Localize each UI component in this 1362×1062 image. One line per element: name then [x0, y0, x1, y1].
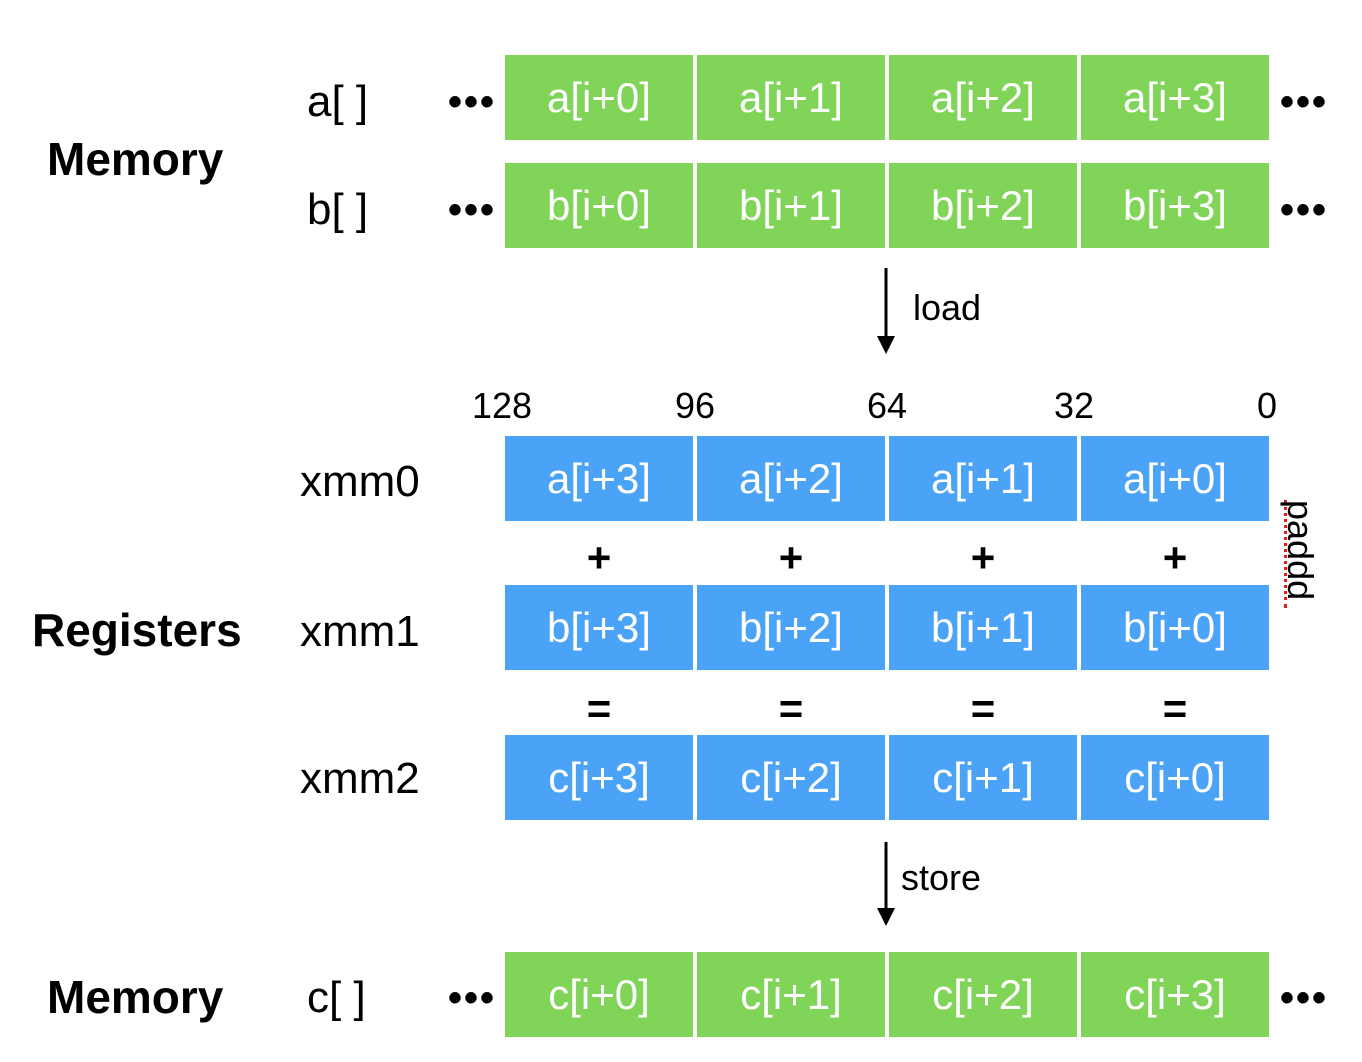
row-label-c: c[ ]: [307, 973, 366, 1022]
xmm0-cell-2: a[i+1]: [889, 436, 1077, 521]
row-label-b: b[ ]: [307, 185, 369, 234]
ellipsis-c-left: •••: [448, 976, 497, 1020]
ellipsis-b-left: •••: [448, 188, 497, 232]
xmm1-cell-1: b[i+2]: [697, 585, 885, 670]
memory-b-cell-0: b[i+0]: [505, 163, 693, 248]
memory-b-cell-1: b[i+1]: [697, 163, 885, 248]
memory-a-cell-3: a[i+3]: [1081, 55, 1269, 140]
xmm2-cell-1: c[i+2]: [697, 735, 885, 820]
ellipsis-a-left: •••: [448, 80, 497, 124]
memory-c-cell-2: c[i+2]: [889, 952, 1077, 1037]
bit-label-128: 128: [471, 385, 533, 426]
bit-label-64: 64: [866, 385, 908, 426]
equals-sign: =: [586, 685, 612, 732]
equals-sign: =: [778, 685, 804, 732]
memory-c-cell-3: c[i+3]: [1081, 952, 1269, 1037]
section-label-registers: Registers: [32, 604, 242, 656]
row-label-a: a[ ]: [307, 77, 369, 126]
ellipsis-c-right: •••: [1280, 976, 1329, 1020]
xmm1-cell-0: b[i+3]: [505, 585, 693, 670]
section-label-memory-bottom: Memory: [47, 971, 224, 1023]
memory-c-cell-0: c[i+0]: [505, 952, 693, 1037]
plus-sign: +: [586, 534, 612, 581]
memory-b-cell-2: b[i+2]: [889, 163, 1077, 248]
plus-sign: +: [1162, 534, 1188, 581]
load-arrow-icon: [877, 268, 895, 354]
memory-a-cell-0: a[i+0]: [505, 55, 693, 140]
xmm0-cell-1: a[i+2]: [697, 436, 885, 521]
store-label: store: [901, 857, 982, 898]
xmm0-cell-0: a[i+3]: [505, 436, 693, 521]
xmm0-cell-3: a[i+0]: [1081, 436, 1269, 521]
row-label-xmm1: xmm1: [300, 607, 420, 656]
equals-sign: =: [970, 685, 996, 732]
memory-a-cell-2: a[i+2]: [889, 55, 1077, 140]
instruction-paddd: paddd: [1280, 500, 1321, 601]
ellipsis-a-right: •••: [1280, 80, 1329, 124]
equals-sign: =: [1162, 685, 1188, 732]
store-arrow-icon: [877, 842, 895, 926]
xmm1-cell-3: b[i+0]: [1081, 585, 1269, 670]
row-label-xmm0: xmm0: [300, 457, 420, 506]
xmm2-cell-0: c[i+3]: [505, 735, 693, 820]
bit-label-0: 0: [1256, 385, 1278, 426]
memory-a-cell-1: a[i+1]: [697, 55, 885, 140]
plus-sign: +: [778, 534, 804, 581]
load-label: load: [913, 287, 982, 328]
plus-sign: +: [970, 534, 996, 581]
bit-label-32: 32: [1053, 385, 1095, 426]
memory-c-cell-1: c[i+1]: [697, 952, 885, 1037]
row-label-xmm2: xmm2: [300, 754, 420, 803]
xmm2-cell-3: c[i+0]: [1081, 735, 1269, 820]
xmm1-cell-2: b[i+1]: [889, 585, 1077, 670]
ellipsis-b-right: •••: [1280, 188, 1329, 232]
instruction-paddd-wrapper: paddd: [1270, 496, 1321, 616]
memory-b-cell-3: b[i+3]: [1081, 163, 1269, 248]
bit-label-96: 96: [674, 385, 716, 426]
paddd-underline: [1284, 500, 1287, 608]
xmm2-cell-2: c[i+1]: [889, 735, 1077, 820]
section-label-memory-top: Memory: [47, 133, 224, 185]
